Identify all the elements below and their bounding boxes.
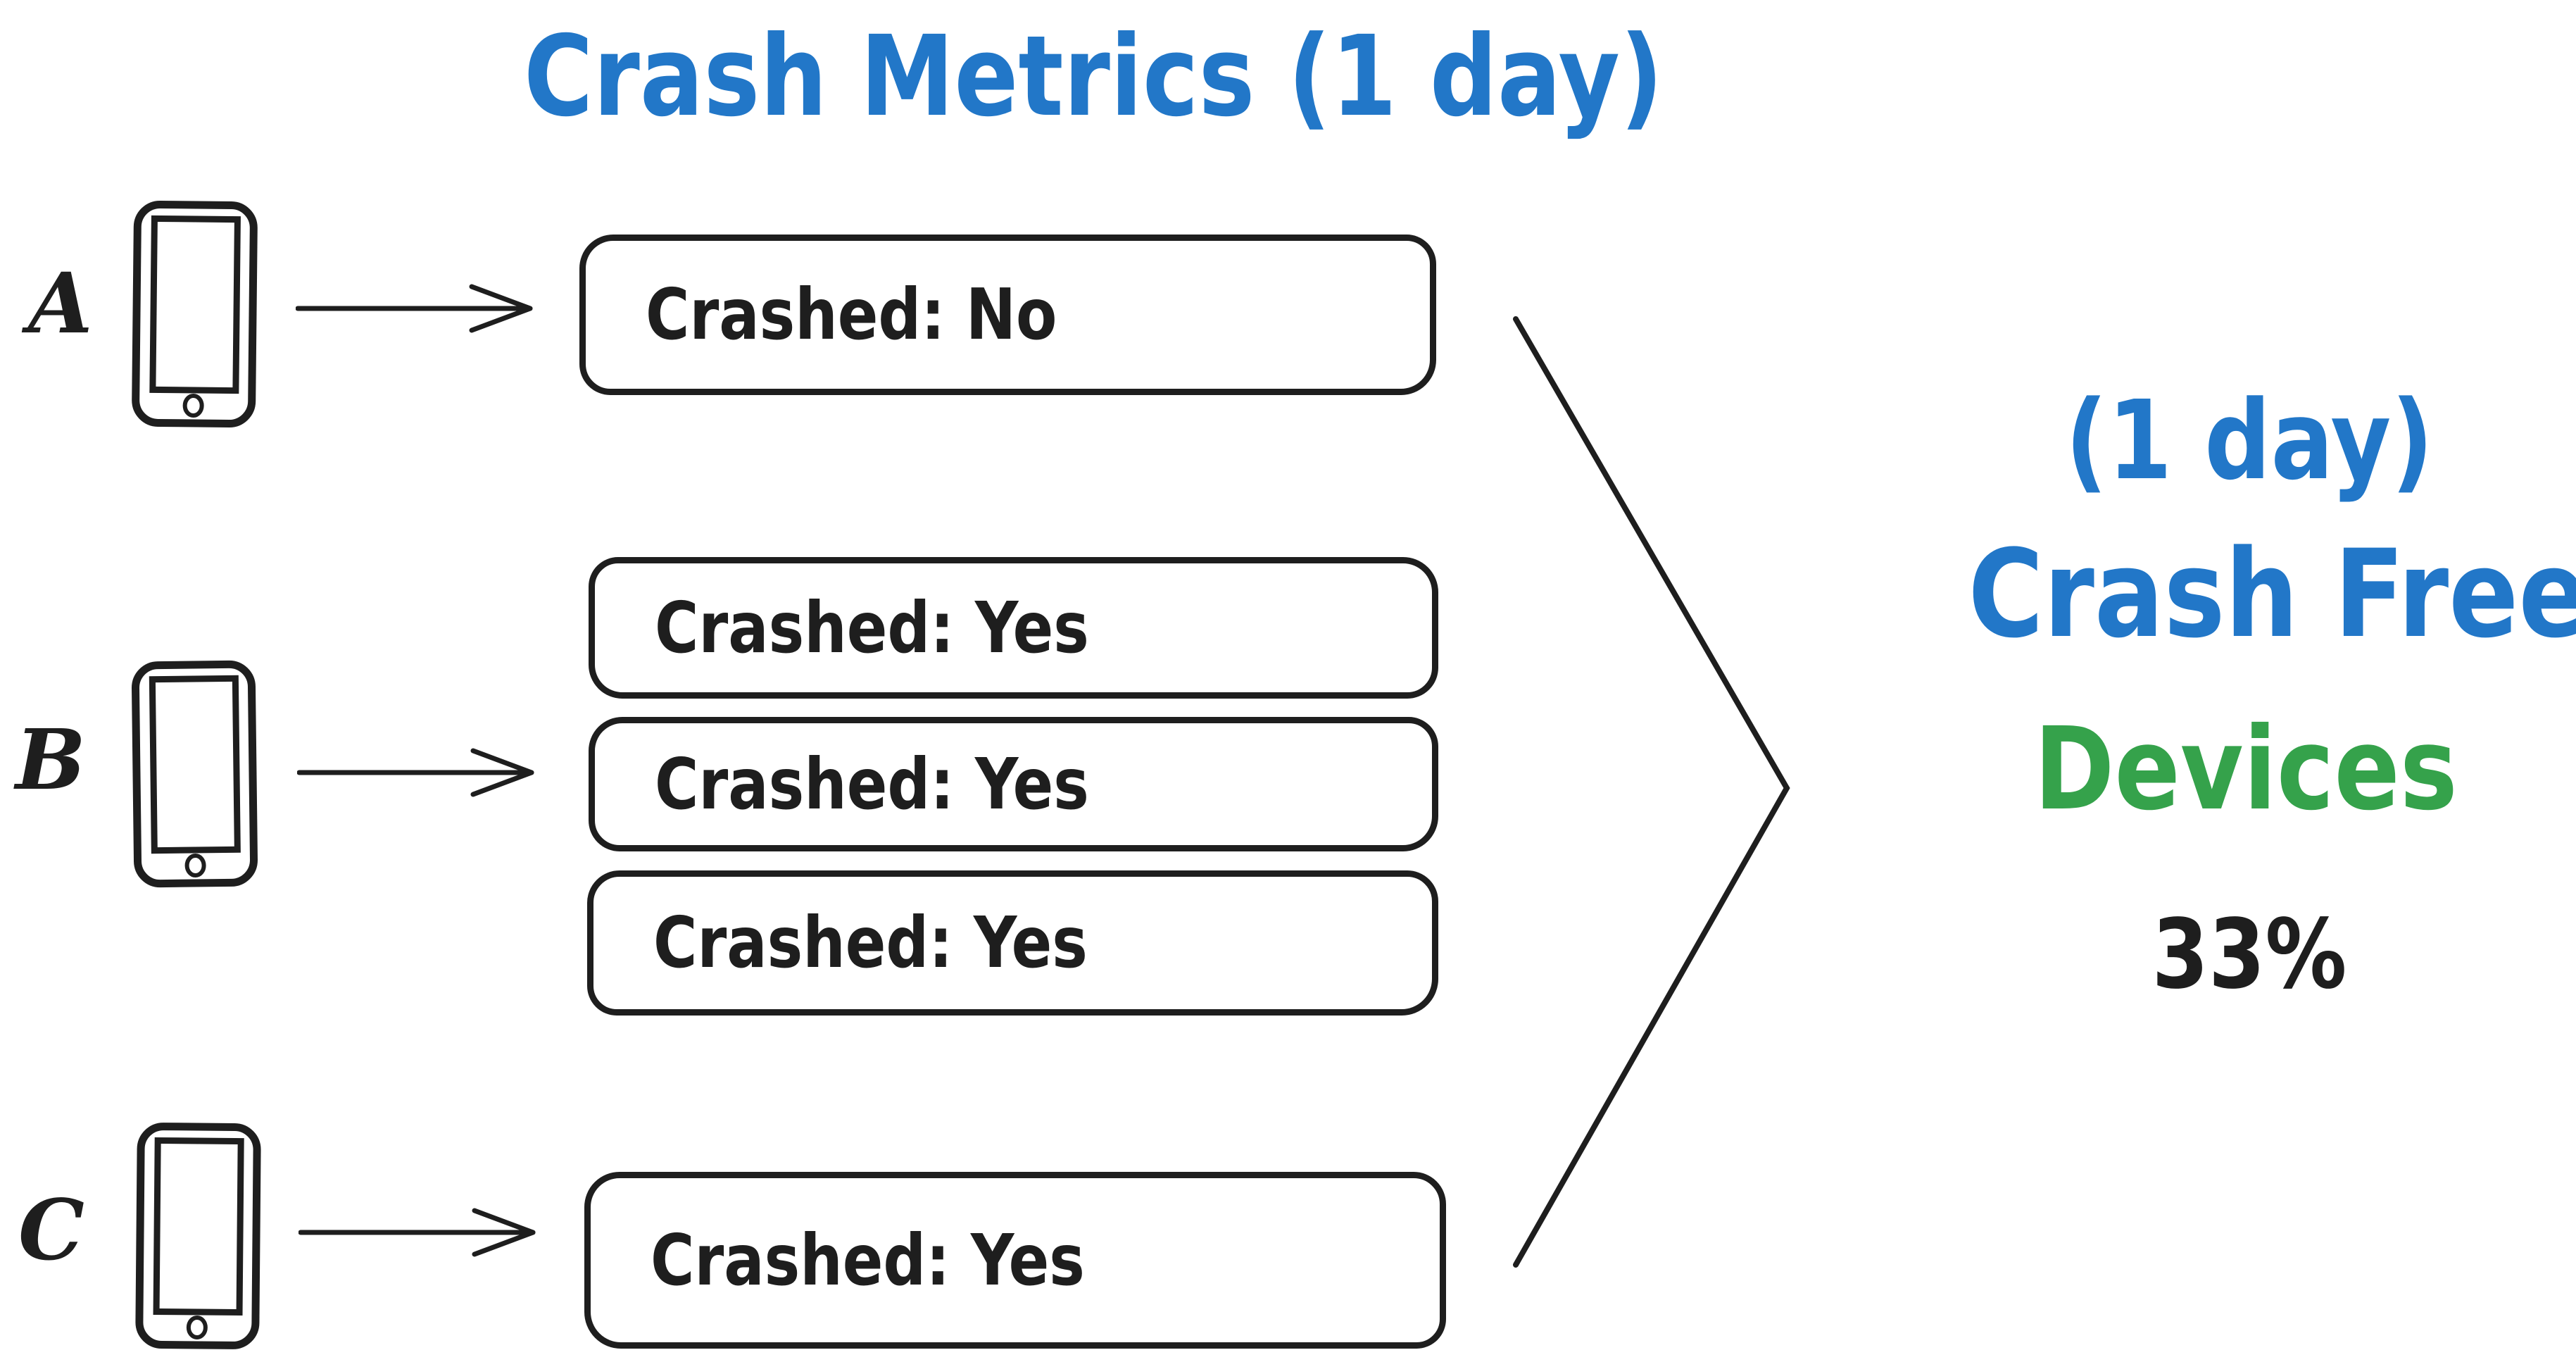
session-text: Crashed: Yes: [655, 586, 1089, 669]
arrow-right-icon: [297, 748, 534, 797]
session-box: Crashed: No: [579, 235, 1436, 395]
result-metric-line1: Crash Free: [1968, 523, 2576, 665]
result-value: 33%: [2151, 899, 2347, 1011]
smartphone-icon: [135, 1123, 261, 1349]
session-box: Crashed: Yes: [587, 870, 1438, 1016]
session-box: Crashed: Yes: [584, 1172, 1446, 1349]
device-a-label: A: [28, 254, 93, 352]
session-text: Crashed: Yes: [655, 742, 1089, 825]
smartphone-icon: [132, 660, 258, 888]
diagram-title: Crash Metrics (1 day): [524, 12, 1664, 142]
session-text: Crashed: No: [646, 273, 1057, 356]
smartphone-icon: [132, 200, 258, 428]
result-period: (1 day): [2065, 377, 2434, 504]
arrow-right-icon: [299, 1208, 536, 1257]
device-c-label: C: [18, 1181, 84, 1279]
session-box: Crashed: Yes: [589, 717, 1438, 851]
result-metric-line2: Devices: [2034, 704, 2458, 836]
arrow-right-icon: [296, 284, 533, 333]
chevron-merge-icon: [1513, 316, 1790, 1268]
session-text: Crashed: Yes: [651, 1218, 1085, 1301]
session-box: Crashed: Yes: [589, 557, 1438, 699]
device-b-label: B: [15, 711, 86, 808]
session-text: Crashed: Yes: [653, 901, 1088, 984]
